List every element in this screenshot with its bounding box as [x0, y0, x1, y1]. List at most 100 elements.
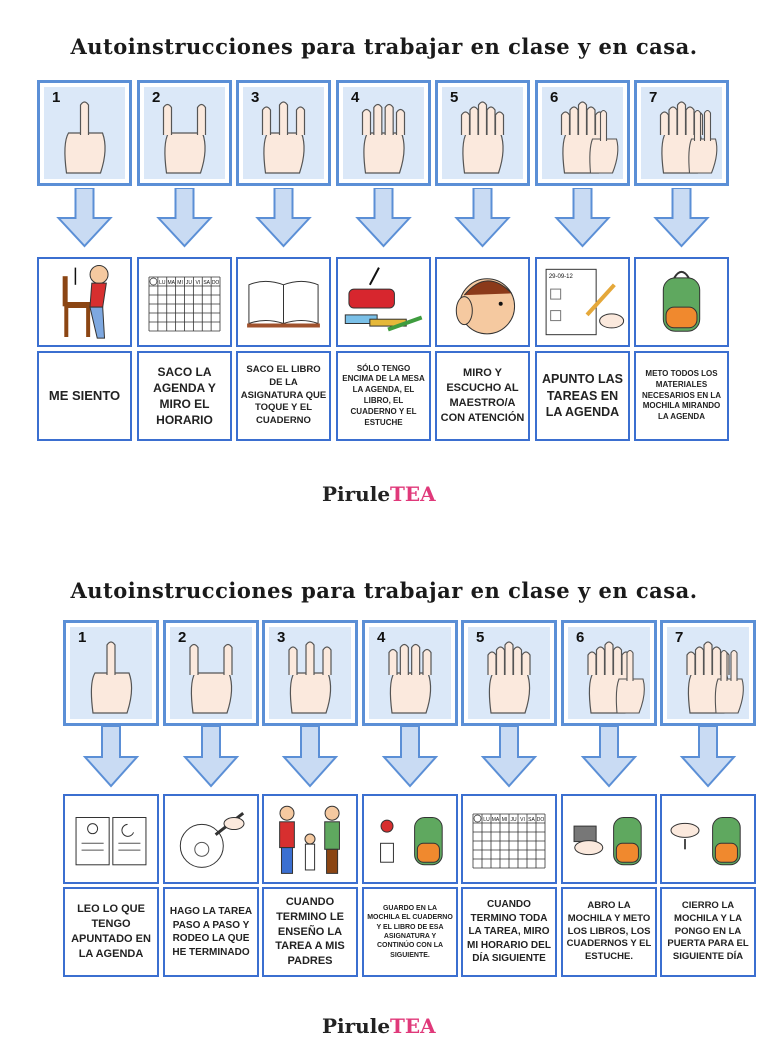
step-label-7: CIERRO LA MOCHILA Y LA PONGO EN LA PUERT… [660, 887, 756, 977]
pictogram-card-7 [660, 794, 756, 884]
step-number: 2 [178, 629, 187, 646]
svg-text:MI: MI [502, 817, 508, 823]
listening-head-icon [437, 278, 528, 345]
step-number: 2 [152, 89, 161, 106]
pictogram-card-7 [634, 257, 729, 347]
sheet-2: Autoinstrucciones para trabajar en clase… [63, 578, 756, 1038]
person-sitting-on-chair-icon [39, 264, 130, 345]
step-label-1: LEO LO QUE TENGO APUNTADO EN LA AGENDA [63, 887, 159, 977]
open-backpack-icon [563, 817, 655, 882]
pictogram-card-6 [561, 794, 657, 884]
step-number: 6 [576, 629, 585, 646]
pictogram-card-4 [362, 794, 458, 884]
step-number: 3 [277, 629, 286, 646]
svg-text:SA: SA [528, 817, 535, 823]
svg-text:MI: MI [177, 280, 183, 286]
step-label-2: SACO LA AGENDA Y MIRO EL HORARIO [137, 351, 232, 441]
pictogram-card-6: 29-09-12 [535, 257, 630, 347]
svg-text:LU: LU [483, 817, 490, 823]
down-arrow-icon [63, 725, 159, 788]
finger-count-card-2: 2 [137, 80, 232, 186]
down-arrow-icon [336, 187, 431, 248]
step-number: 5 [450, 89, 459, 106]
step-label-6: APUNTO LAS TAREAS EN LA AGENDA [535, 351, 630, 441]
down-arrow-icon [535, 187, 630, 248]
svg-text:MA: MA [167, 280, 175, 286]
down-arrow-icon [137, 187, 232, 248]
down-arrow-icon [163, 725, 259, 788]
svg-text:DO: DO [537, 817, 545, 823]
svg-text:VI: VI [520, 817, 525, 823]
parents-and-child-icon [264, 805, 356, 882]
sheet-1: Autoinstrucciones para trabajar en clase… [0, 0, 768, 512]
step-number: 6 [550, 89, 559, 106]
svg-text:DO: DO [212, 280, 220, 286]
finger-count-card-3: 3 [236, 80, 331, 186]
step-label-1: ME SIENTO [37, 351, 132, 441]
svg-text:JU: JU [510, 817, 517, 823]
finger-count-card-5: 5 [435, 80, 530, 186]
finger-count-card-4: 4 [336, 80, 431, 186]
finger-count-card-2: 2 [163, 620, 259, 726]
down-arrow-icon [37, 187, 132, 248]
finger-count-card-4: 4 [362, 620, 458, 726]
pictogram-card-4 [336, 257, 431, 347]
down-arrow-icon [461, 725, 557, 788]
step-label-4: SÓLO TENGO ENCIMA DE LA MESA LA AGENDA, … [336, 351, 431, 441]
pencil-case-icon [338, 267, 429, 345]
sheet-title: Autoinstrucciones para trabajar en clase… [70, 578, 698, 603]
down-arrow-icon [561, 725, 657, 788]
step-label-7: METO TODOS LOS MATERIALES NECESARIOS EN … [634, 351, 729, 441]
finger-count-card-1: 1 [63, 620, 159, 726]
finger-count-card-6: 6 [561, 620, 657, 726]
sheet-title: Autoinstrucciones para trabajar en clase… [70, 34, 698, 59]
pictogram-card-3 [262, 794, 358, 884]
down-arrow-icon [634, 187, 729, 248]
finger-count-card-7: 7 [660, 620, 756, 726]
writing-agenda-icon: 29-09-12 [537, 268, 628, 345]
pictogram-card-3 [236, 257, 331, 347]
pictogram-card-1 [37, 257, 132, 347]
step-number: 1 [52, 89, 61, 106]
svg-text:29-09-12: 29-09-12 [549, 274, 574, 280]
down-arrow-icon [262, 725, 358, 788]
svg-text:MA: MA [492, 817, 500, 823]
finger-count-card-5: 5 [461, 620, 557, 726]
down-arrow-icon [236, 187, 331, 248]
pictogram-card-2 [163, 794, 259, 884]
open-book-icon [238, 280, 329, 345]
finger-count-card-3: 3 [262, 620, 358, 726]
step-number: 1 [78, 629, 87, 646]
close-backpack-icon [662, 817, 754, 882]
step-label-2: HAGO LA TAREA PASO A PASO Y RODEO LA QUE… [163, 887, 259, 977]
put-in-backpack-icon [364, 817, 456, 882]
step-label-5: MIRO Y ESCUCHO AL MAESTRO/A CON ATENCIÓN [435, 351, 530, 441]
step-number: 4 [351, 89, 360, 106]
step-label-3: CUANDO TERMINO LE ENSEÑO LA TAREA A MIS … [262, 887, 358, 977]
down-arrow-icon [362, 725, 458, 788]
step-label-4: GUARDO EN LA MOCHILA EL CUADERNO Y EL LI… [362, 887, 458, 977]
step-label-5: CUANDO TERMINO TODA LA TAREA, MIRO MI HO… [461, 887, 557, 977]
finger-count-card-1: 1 [37, 80, 132, 186]
finger-count-card-6: 6 [535, 80, 630, 186]
svg-text:SA: SA [203, 280, 210, 286]
step-number: 5 [476, 629, 485, 646]
hand-circling-icon [165, 812, 257, 882]
pictogram-card-1 [63, 794, 159, 884]
svg-text:LU: LU [159, 280, 166, 286]
step-number: 4 [377, 629, 386, 646]
step-label-6: ABRO LA MOCHILA Y METO LOS LIBROS, LOS C… [561, 887, 657, 977]
pictogram-card-5 [435, 257, 530, 347]
down-arrow-icon [435, 187, 530, 248]
step-number: 3 [251, 89, 260, 106]
agenda-book-icon [65, 817, 157, 882]
step-number: 7 [649, 89, 658, 106]
finger-count-card-7: 7 [634, 80, 729, 186]
svg-text:JU: JU [186, 280, 193, 286]
step-number: 7 [675, 629, 684, 646]
step-label-3: SACO EL LIBRO DE LA ASIGNATURA QUE TOQUE… [236, 351, 331, 441]
